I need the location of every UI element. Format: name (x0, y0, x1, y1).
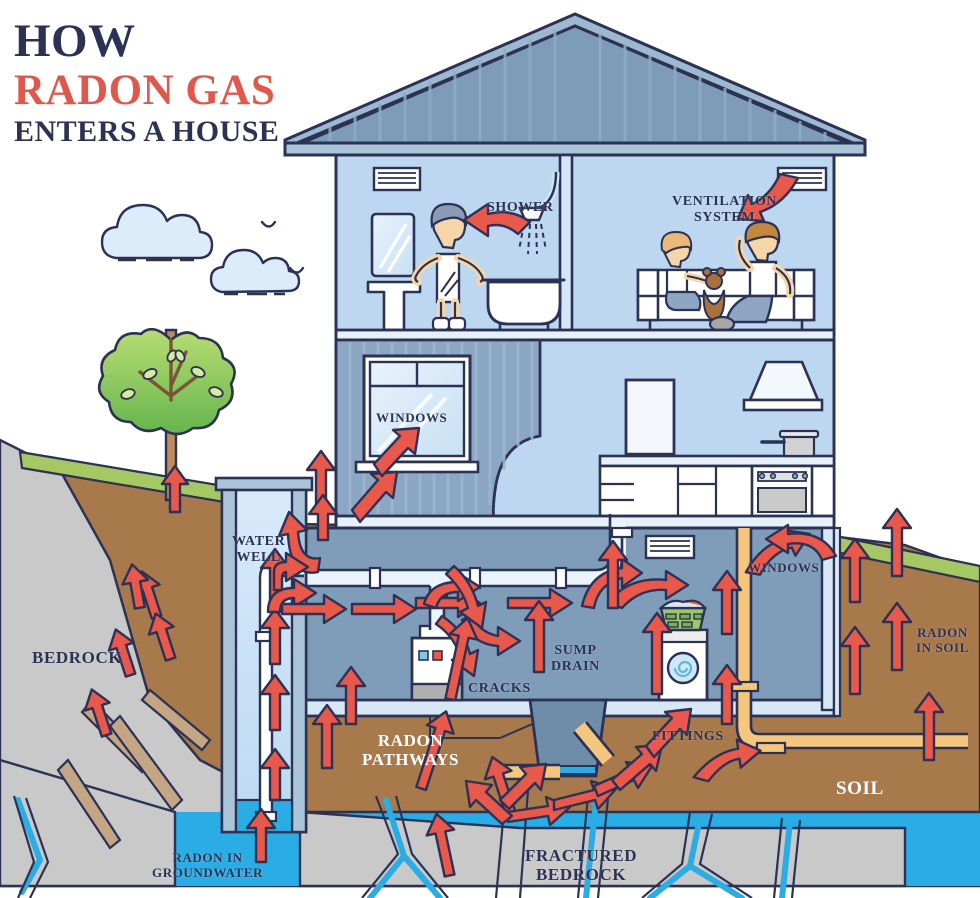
label-cracks: CRACKS (468, 681, 531, 696)
label-windows-upper: WINDOWS (376, 410, 448, 425)
label-fittings: FITTINGS (652, 729, 724, 744)
title-line-radon: RADON GAS (14, 67, 276, 114)
page-title: HOW RADON GAS ENTERS A HOUSE (14, 18, 279, 147)
outdoor-decor (97, 203, 305, 502)
label-sump-drain: SUMP DRAIN (551, 643, 600, 674)
label-shower: SHOWER (487, 200, 554, 215)
label-ventilation: VENTILATION SYSTEM (672, 194, 778, 225)
title-line-enters: ENTERS A HOUSE (14, 115, 280, 148)
bedrock-cracks-left (56, 688, 212, 850)
room-living (636, 166, 828, 333)
man-figure (708, 220, 795, 333)
pot-icon (760, 429, 820, 458)
room-kitchen (598, 360, 836, 520)
title-line-how: HOW (14, 15, 136, 67)
basement-wall-vent-icon (644, 534, 696, 560)
room-bathroom (366, 166, 566, 334)
cloud-large-icon (100, 203, 214, 262)
label-radon-in-soil: RADON IN SOIL (916, 625, 969, 655)
floor-basement (258, 514, 968, 781)
washing-machine-icon (657, 599, 709, 702)
sewage-pipes (502, 528, 968, 781)
sump-pit (528, 698, 608, 778)
roof (283, 12, 867, 157)
radon-arrows (83, 172, 945, 878)
teddy-bear-icon (702, 267, 726, 322)
label-water-well: WATER WELL (232, 534, 286, 565)
label-soil: SOIL (836, 778, 884, 799)
label-radon-groundwater: RADON IN GROUNDWATER (152, 850, 264, 880)
bird-1-icon (260, 220, 277, 228)
bird-2-icon (288, 266, 305, 274)
label-windows-basement: WINDOWS (748, 560, 820, 575)
cloud-small-icon (209, 248, 301, 296)
label-radon-pathways: RADON PATHWAYS (362, 731, 460, 770)
label-fractured-bedrock: FRACTURED BEDROCK (525, 846, 638, 885)
floor-upper (334, 153, 836, 342)
bathtub-icon (482, 278, 566, 334)
girl-figure (660, 230, 719, 312)
ceiling-vent-bathroom-icon (372, 166, 422, 192)
woman-figure (411, 202, 487, 332)
range-hood-icon (742, 360, 824, 412)
label-bedrock: BEDROCK (32, 648, 123, 667)
tree-icon (97, 327, 236, 502)
